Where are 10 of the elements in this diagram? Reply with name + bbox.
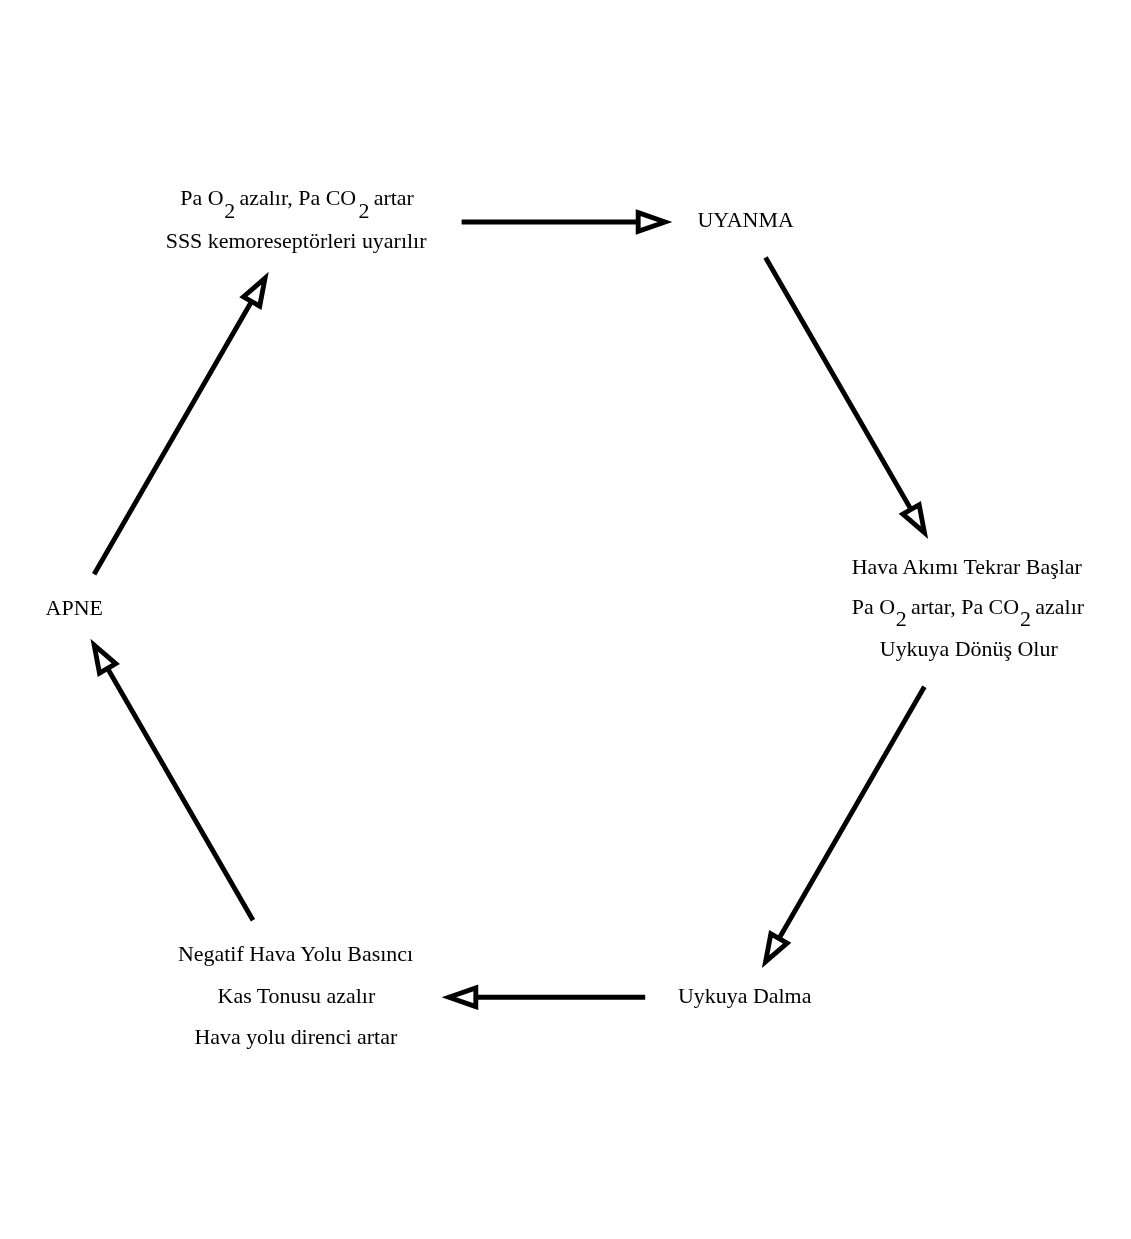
arrow — [763, 255, 929, 539]
arrow — [90, 638, 256, 921]
node-text: UYANMA — [697, 206, 794, 232]
node-text: Uykuya Dalma — [677, 982, 812, 1008]
arrow — [761, 684, 927, 968]
arrow — [441, 983, 646, 1010]
node-text: APNE — [45, 594, 103, 620]
arrow — [92, 271, 269, 575]
arrow — [461, 208, 673, 235]
node-text: Negatif Hava Yolu Basıncı Kas Tonusu azalır Hava yolu direnci artar — [177, 940, 414, 1049]
